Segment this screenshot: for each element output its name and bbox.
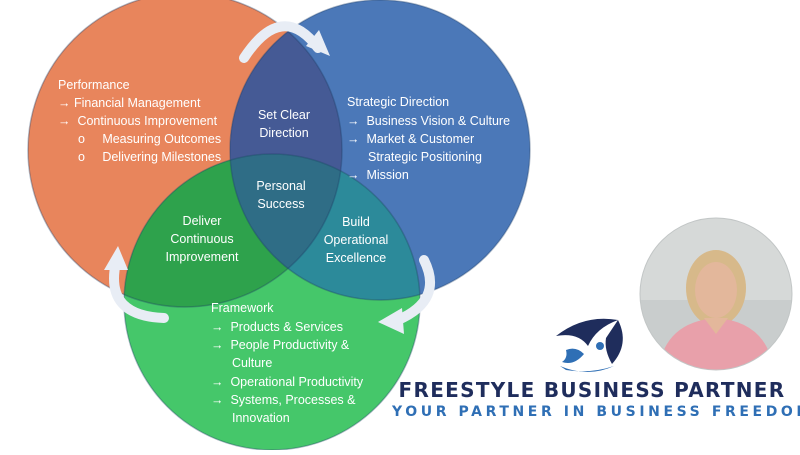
strategic-item: → Mission: [347, 168, 409, 182]
deliver-improvement-label: Improvement: [166, 250, 239, 264]
strategic-outline: [229, 0, 531, 301]
overlap-build-excellence: [230, 154, 420, 300]
performance-item: → Continuous Improvement: [58, 114, 218, 128]
brand-logo-icon: [556, 318, 623, 372]
set-clear-direction-label: Direction: [259, 126, 308, 140]
cycle-arrow-right: [378, 255, 436, 334]
set-clear-direction-label: Set Clear: [258, 108, 310, 122]
build-excellence-label: Operational: [324, 233, 389, 247]
brand-tagline: YOUR PARTNER IN BUSINESS FREEDOM: [392, 404, 800, 420]
framework-item: → People Productivity &: [211, 338, 350, 352]
performance-sub-item: o Measuring Outcomes: [78, 132, 221, 146]
strategic-title: Strategic Direction: [347, 95, 449, 109]
performance-title: Performance: [58, 78, 130, 92]
framework-item: → Products & Services: [211, 320, 343, 334]
strategic-item: → Business Vision & Culture: [347, 114, 510, 128]
framework-item-continued: Innovation: [232, 411, 290, 425]
personal-success-label: Success: [257, 197, 304, 211]
performance-sub-item: o Delivering Milestones: [78, 150, 221, 164]
build-excellence-label: Excellence: [326, 251, 386, 265]
deliver-improvement-label: Deliver: [183, 214, 222, 228]
framework-item: → Systems, Processes &: [211, 393, 356, 407]
framework-title: Framework: [211, 301, 274, 315]
cycle-arrow-left: [104, 246, 169, 323]
strategic-item: → Market & Customer: [347, 132, 474, 146]
framework-item: → Operational Productivity: [211, 375, 364, 389]
build-excellence-label: Build: [342, 215, 370, 229]
performance-outline: [27, 0, 343, 308]
performance-item: → Financial Management: [58, 96, 201, 110]
brand-name: FREESTYLE BUSINESS PARTNER: [398, 378, 786, 402]
deliver-improvement-label: Continuous: [170, 232, 233, 246]
cycle-arrow-top: [239, 21, 330, 63]
presenter-photo: [639, 217, 793, 371]
framework-item-continued: Culture: [232, 356, 272, 370]
personal-success-label: Personal: [256, 179, 305, 193]
strategic-item-continued: Strategic Positioning: [368, 150, 482, 164]
